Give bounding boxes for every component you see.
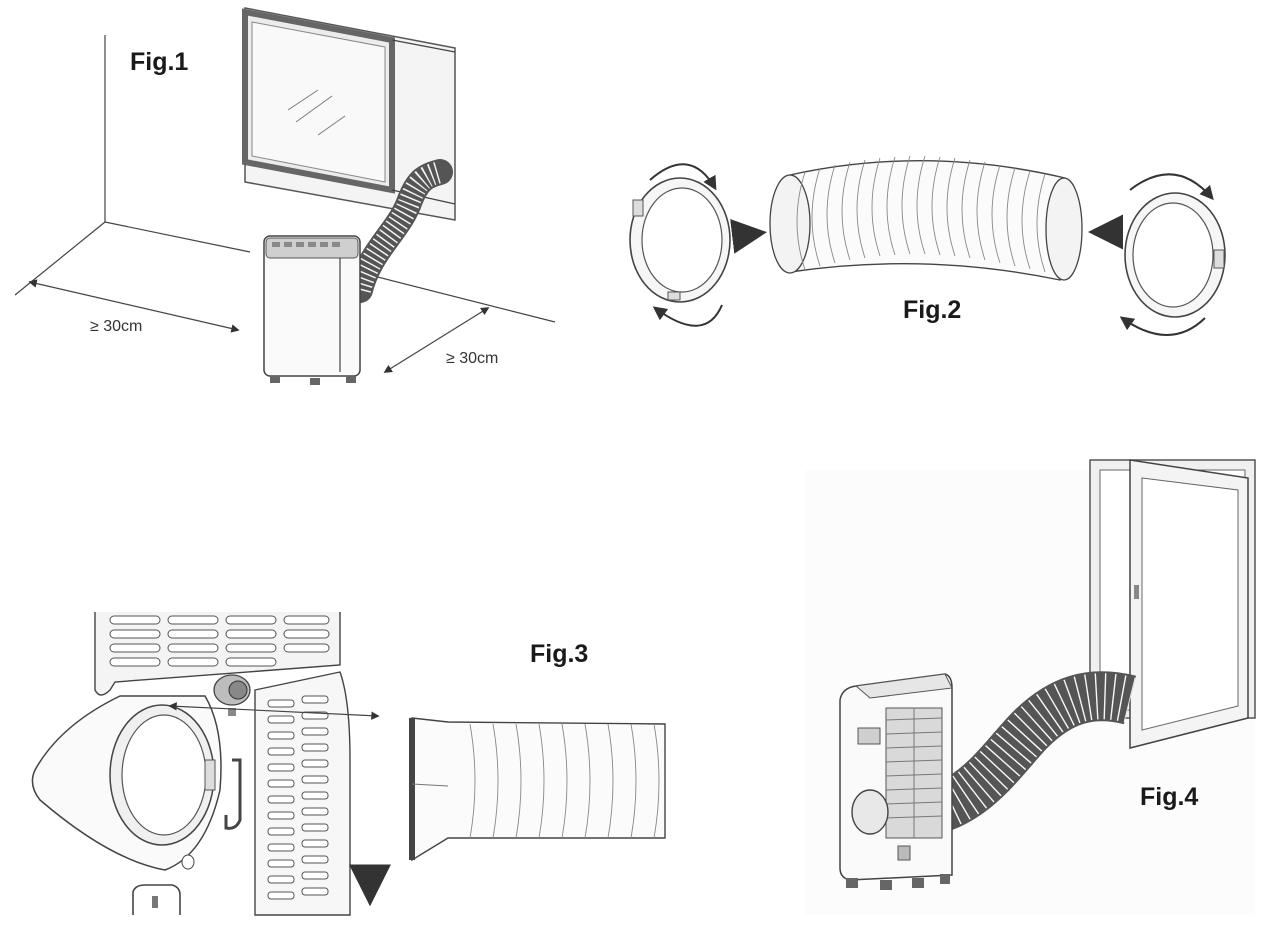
fig3-unit-back-grille	[94, 612, 341, 696]
rotate-arrow-icon	[649, 163, 717, 191]
fig3-unit-side-grille	[254, 671, 351, 916]
fig3-hose-adapter-plate	[31, 695, 222, 871]
fig1-right-clearance: ≥ 30cm	[446, 350, 498, 367]
rotate-arrow-icon	[1129, 173, 1214, 201]
fig2-exhaust-hose	[769, 155, 1083, 281]
fig3-connector-knob	[213, 674, 251, 716]
fig4-label: Fig.4	[1140, 783, 1198, 811]
fig3-exhaust-hose	[409, 717, 666, 862]
push-arrow-icon	[730, 218, 767, 254]
fig1-label: Fig.1	[130, 48, 188, 76]
fig1-left-clearance: ≥ 30cm	[90, 318, 142, 335]
fig2-window-adapter-ring	[629, 177, 731, 303]
fig2-hose-adapter-assembly: Fig.2	[629, 155, 1226, 336]
fig2-unit-adapter-ring	[1124, 192, 1226, 318]
fig1-air-conditioner-unit	[263, 235, 361, 385]
rotate-arrow-icon	[1119, 316, 1206, 336]
fig1-window	[242, 7, 456, 221]
rotate-arrow-icon	[652, 304, 723, 327]
fig3-label: Fig.3	[530, 640, 588, 668]
fig1-room-placement: ≥ 30cm ≥ 30cm Fig.1	[14, 7, 556, 385]
fig4-air-conditioner-unit	[839, 673, 953, 890]
fig2-label: Fig.2	[903, 296, 961, 324]
fig3-hose-attachment-detail: Fig.3	[31, 612, 666, 916]
fig4-window-installation: Fig.4	[805, 459, 1256, 915]
